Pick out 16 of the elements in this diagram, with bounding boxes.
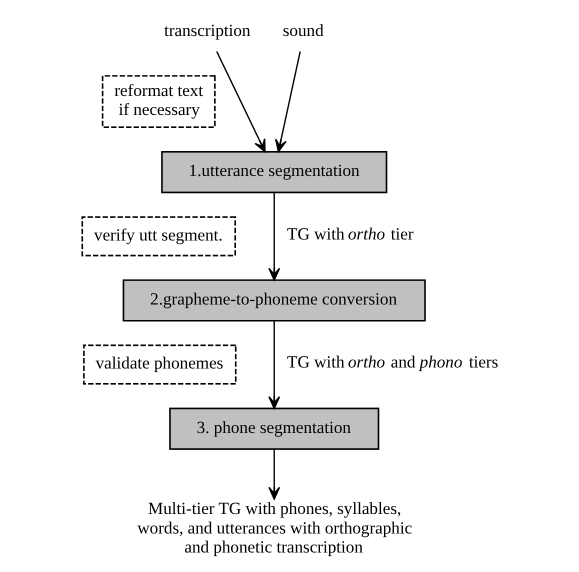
arrow — [274, 51, 300, 152]
node-box: verify utt segment. — [80, 216, 236, 256]
node-box: 2.grapheme-to-phoneme conversion — [122, 279, 426, 322]
arrow — [216, 51, 266, 152]
node-text: Multi-tier TG with phones, syllables, words, and utterances with orthographic and phonetic transcription — [136, 499, 412, 557]
node-box: reformat text if necessary — [101, 75, 216, 128]
arrow — [268, 449, 280, 500]
node-box: validate phonemes — [82, 344, 236, 385]
node-box: 3. phone segmentation — [168, 408, 379, 450]
arrow — [268, 192, 280, 281]
node-box: 1.utterance segmentation — [160, 151, 387, 194]
arrow — [268, 320, 280, 410]
node-text: transcription — [164, 21, 250, 40]
edge-label: TG with ortho and phono tiers — [286, 352, 498, 372]
edge-label: TG with ortho tier — [286, 224, 414, 244]
node-text: sound — [282, 21, 324, 40]
